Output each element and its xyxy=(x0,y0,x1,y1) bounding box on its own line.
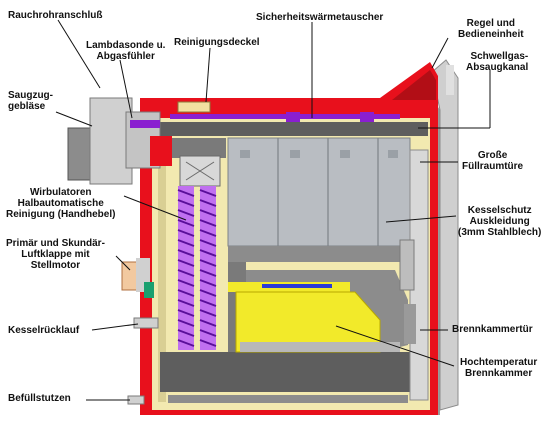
return-pipe xyxy=(133,317,159,329)
label-rauchrohranschluss: Rauchrohranschluß xyxy=(8,10,103,21)
label-saugzuggeblaese: Saugzug- gebläse xyxy=(8,90,53,112)
air-flap xyxy=(121,258,154,298)
induced-draft-blower xyxy=(67,97,172,185)
label-kesselschutz: Kesselschutz Auskleidung (3mm Stahlblech… xyxy=(458,205,542,238)
turbulator-housing xyxy=(160,138,226,187)
turbulator-spirals xyxy=(177,186,217,350)
label-kesselruecklauf: Kesselrücklauf xyxy=(8,325,80,336)
fill-nozzle xyxy=(127,395,145,405)
flue-channel xyxy=(158,101,428,136)
chamber-door xyxy=(399,149,429,401)
leader-lines xyxy=(55,19,491,401)
label-wirbulatoren: Wirbulatoren Halbautomatische Reinigung … xyxy=(6,187,116,220)
label-luftklappe: Primär und Skundär- Luftklappe mit Stell… xyxy=(6,238,105,271)
combustion-chamber xyxy=(160,262,416,403)
label-fuellraumtuere: Große Füllraumtüre xyxy=(462,150,524,172)
label-brennkammertuer: Brennkammertür xyxy=(452,324,533,335)
label-befuellstutzen: Befüllstutzen xyxy=(8,393,71,404)
label-hochtemperatur: Hochtemperatur Brennkammer xyxy=(460,357,538,379)
label-regel-bedieneinheit: Regel und Bedieneinheit xyxy=(458,18,524,40)
label-sicherheitswaermetauscher: Sicherheitswärmetauscher xyxy=(256,12,384,23)
heat-exchanger xyxy=(227,137,411,262)
label-reinigungsdeckel: Reinigungsdeckel xyxy=(174,37,260,48)
label-schwellgas: Schwellgas- Absaugkanal xyxy=(466,51,529,73)
label-lambdasonde: Lambdasonde u. Abgasfühler xyxy=(86,40,166,62)
